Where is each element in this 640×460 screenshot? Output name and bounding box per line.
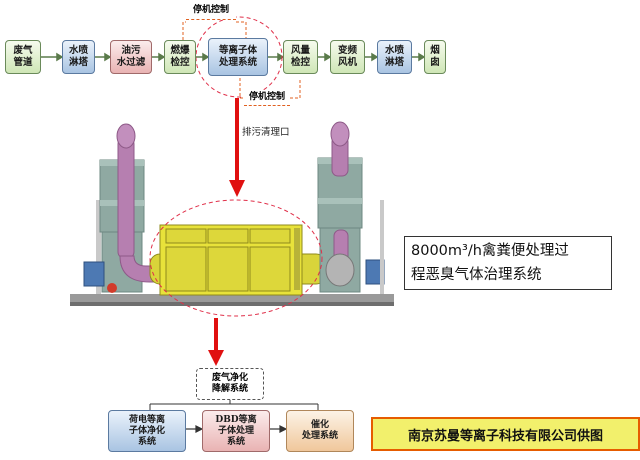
- subsystem-title-box: 废气净化 降解系统: [196, 368, 264, 400]
- stop-control-top-label: 停机控制: [186, 2, 236, 20]
- fan-housing: [325, 253, 355, 287]
- stop-control-bottom-label: 停机控制: [244, 90, 290, 106]
- control-lines: [182, 21, 301, 99]
- flow-box-exhaust-pipe: 废气 管道: [5, 40, 41, 74]
- base-platform: [70, 294, 394, 302]
- subsystem-arrows: [186, 425, 288, 433]
- arrow-down-2: [208, 318, 224, 366]
- flow-box-water-tower-2: 水喷 淋塔: [377, 40, 412, 74]
- left-pump: [83, 261, 105, 287]
- flow-box-plasma-system: 等离子体 处理系统: [208, 38, 268, 76]
- plasma-highlight-ellipse: [195, 16, 283, 98]
- caption-line-1: 8000m³/h禽粪便处理过: [411, 243, 569, 259]
- caption-line-2: 程恶臭气体治理系统: [411, 267, 542, 283]
- flow-connectors: [41, 52, 426, 62]
- supplier-banner: 南京苏曼等离子科技有限公司供图: [371, 417, 640, 451]
- flow-box-water-tower-1: 水喷 淋塔: [62, 40, 95, 74]
- flow-box-airflow-control: 风量 检控: [283, 40, 318, 74]
- drain-outlet-label: 排污清理口: [242, 127, 290, 138]
- flow-box-vfd-fan: 变频 风机: [330, 40, 365, 74]
- arrow-down-1: [229, 98, 245, 197]
- machine-highlight-ellipse: [149, 199, 323, 317]
- flow-box-explosion-control: 燃爆 检控: [164, 40, 196, 74]
- left-tower-pipe: [117, 137, 135, 259]
- subsystem-catalysis-box: 催化 处理系统: [286, 410, 354, 452]
- treatment-machine-illustration: [70, 121, 394, 306]
- subsystem-corona-box: 荷电等离 子体净化 系统: [108, 410, 186, 452]
- flow-box-oil-filter: 油污 水过滤: [110, 40, 152, 74]
- flow-box-chimney: 烟 囱: [424, 40, 446, 74]
- subsystem-bracket: [149, 400, 319, 410]
- system-caption: 8000m³/h禽粪便处理过 程恶臭气体治理系统: [404, 236, 612, 290]
- subsystem-dbd-box: DBD等离 子体处理 系统: [202, 410, 270, 452]
